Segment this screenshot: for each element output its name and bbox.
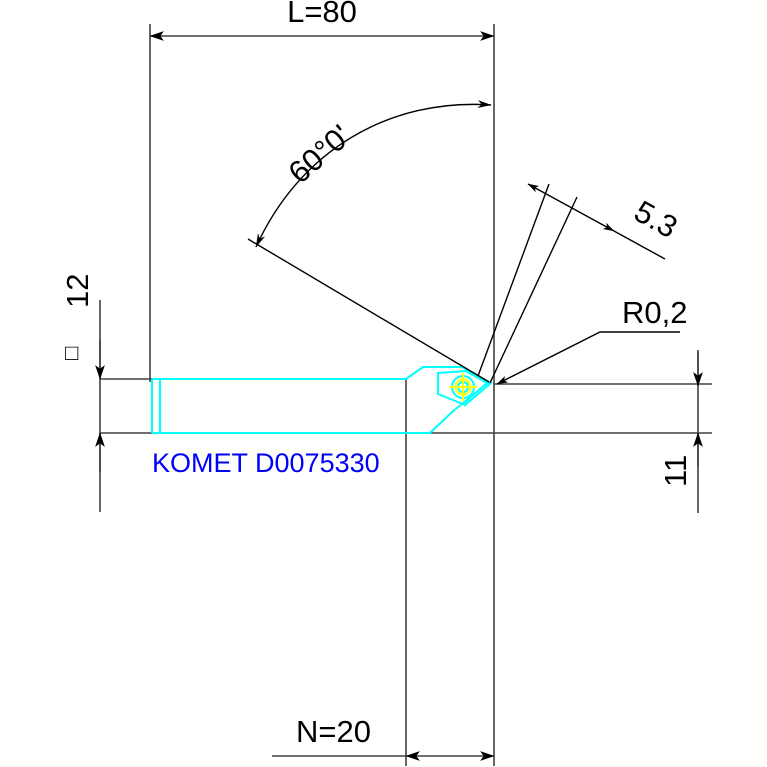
insert-edge-line: [463, 370, 493, 407]
dim-label-height: 11: [658, 455, 693, 487]
leader-tail-53: [613, 230, 666, 260]
dimension-insert-width: [477, 183, 666, 384]
leader-line-r02: [496, 331, 680, 385]
square-symbol-shank: □: [65, 340, 78, 365]
cutting-insert-outline: [437, 369, 489, 406]
dimension-corner-radius: [496, 331, 680, 385]
construction-lines: [100, 24, 712, 766]
screw-center-marker: [449, 373, 477, 401]
dim-label-corner-radius: R0,2: [622, 295, 687, 330]
dim-label-neck-length: N=20: [296, 714, 371, 749]
dim-line-53: [527, 183, 615, 232]
angle-arc: [255, 100, 492, 248]
part-number-label: KOMET D0075330: [152, 448, 380, 478]
tool-body-geometry: [151, 366, 493, 434]
dim-label-insert-width: 5.3: [629, 194, 684, 246]
marker-circle: [454, 378, 472, 396]
angle-leg-line: [247, 238, 490, 383]
dimension-point-angle: [247, 100, 492, 383]
dim-label-shank-size: 12: [60, 274, 95, 308]
head-lower-profile: [406, 381, 490, 434]
dim-label-overall-length: L=80: [287, 0, 357, 29]
dim-label-point-angle: 60°0': [282, 118, 358, 190]
